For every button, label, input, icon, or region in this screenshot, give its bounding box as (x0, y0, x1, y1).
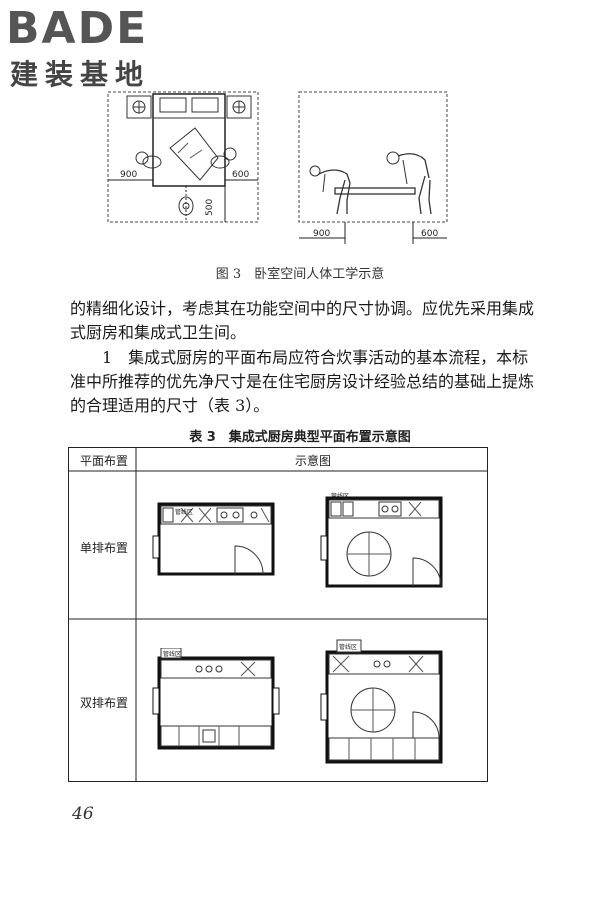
pipe-zone-label: 管线区 (331, 492, 349, 500)
pipe-zone-label: 管线区 (175, 508, 193, 516)
table-title: 表 3 集成式厨房典型平面布置示意图 (189, 430, 411, 445)
page-number: 46 (72, 804, 94, 824)
elev-dim-900: 900 (313, 229, 330, 239)
figure-caption: 图 3 卧室空间人体工学示意 (215, 267, 385, 282)
body-paragraph-1: 的精细化设计，考虑其在功能空间中的尺寸协调。应优先采用集成式厨房和集成式卫生间。 (70, 299, 535, 342)
row-label-double: 双排布置 (79, 696, 128, 710)
row-label-single: 单排布置 (79, 541, 128, 555)
single-row-plan-a: 管线区 (152, 502, 275, 576)
pipe-zone-label: 管线区 (339, 643, 357, 651)
pipe-zone-label: 管线区 (163, 650, 181, 658)
single-row-plan-b: 管线区 (320, 492, 443, 588)
table-grid (67, 446, 488, 782)
double-row-plan-b: 管线区 (320, 639, 443, 764)
dim-left-900: 900 (120, 170, 137, 180)
logo-subtitle: 建装基地 (10, 58, 151, 91)
elev-dim-600: 600 (421, 229, 438, 239)
bedroom-plan-figure: 900 600 500 (107, 91, 259, 223)
body-paragraph-2: 1 集成式厨房的平面布局应符合炊事活动的基本流程，本标准中所推荐的优先净尺寸是在… (70, 348, 535, 415)
double-row-plan-a: 管线区 (152, 648, 280, 750)
header-layout: 平面布置 (79, 454, 128, 468)
bedroom-elevation-figure: 900 600 (298, 91, 448, 244)
dim-bottom-500: 500 (205, 199, 215, 216)
logo-word: BADE (6, 3, 149, 54)
layout-table: 平面布置 示意图 单排布置 双排布置 管线区 管线区 (67, 446, 488, 782)
dim-right-600: 600 (232, 170, 249, 180)
bade-logo: BADE 建装基地 (6, 4, 181, 94)
header-diagram: 示意图 (294, 454, 331, 468)
